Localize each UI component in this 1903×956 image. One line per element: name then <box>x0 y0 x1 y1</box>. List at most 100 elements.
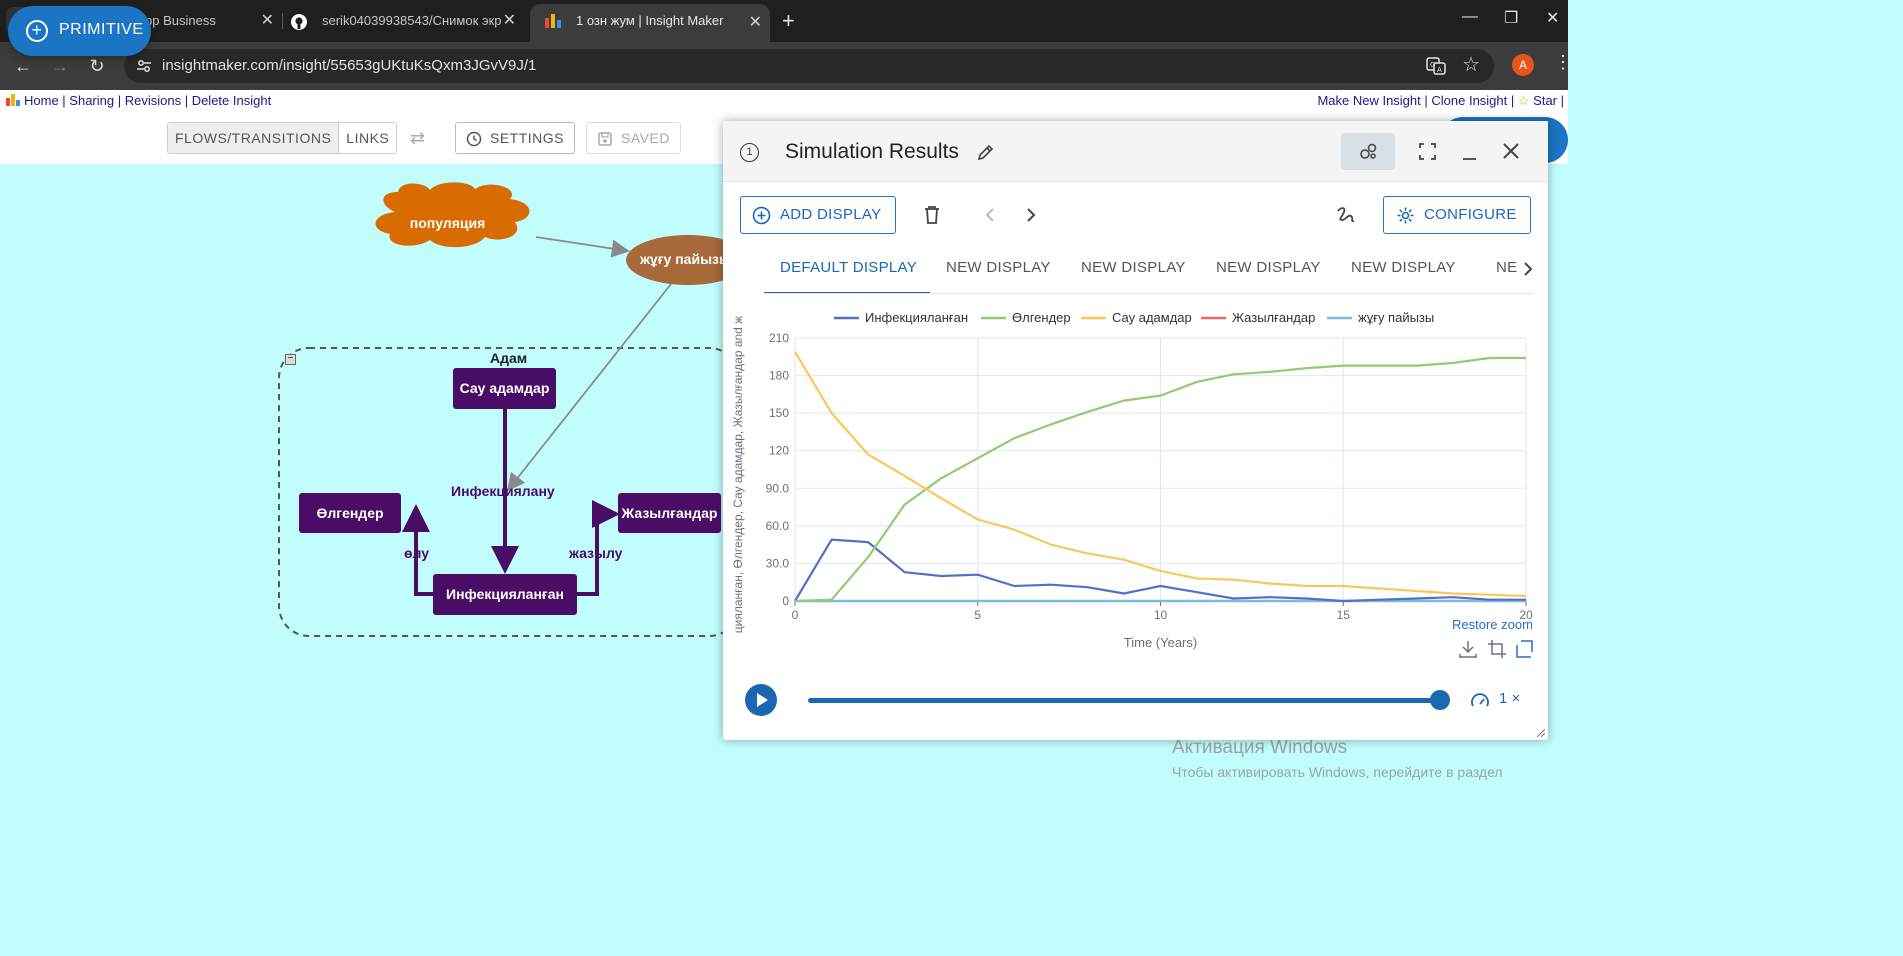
stock-healthy[interactable]: Сау адамдар <box>453 368 556 409</box>
flow-death-line[interactable] <box>402 504 434 596</box>
close-icon[interactable] <box>1502 142 1520 160</box>
x-tick-label: 10 <box>1154 608 1168 622</box>
flows-transitions-button[interactable]: FLOWS/TRANSITIONS <box>168 123 340 153</box>
swap-arrows-icon[interactable]: ⇄ <box>410 128 426 148</box>
profile-avatar[interactable]: A <box>1512 54 1534 76</box>
tab-default-display[interactable]: DEFAULT DISPLAY <box>764 252 930 294</box>
connection-type-toggle: FLOWS/TRANSITIONS LINKS <box>167 122 398 154</box>
tab-new-display[interactable]: NEW DISPLAY <box>1351 259 1456 276</box>
variable-shape[interactable] <box>626 235 750 285</box>
play-button[interactable] <box>745 684 777 716</box>
close-tab-icon[interactable]: ✕ <box>502 12 516 29</box>
x-axis-label: Time (Years) <box>1124 635 1197 650</box>
delete-insight-link[interactable]: Delete Insight <box>191 93 272 108</box>
add-circle-icon <box>752 206 771 225</box>
tab-new-display[interactable]: NEW DISPLAY <box>1081 259 1186 276</box>
stock-infected[interactable]: Инфекцияланған <box>433 574 577 615</box>
compare-icon <box>1360 143 1377 159</box>
close-tab-icon[interactable]: ✕ <box>748 14 762 31</box>
make-new-insight-link[interactable]: Make New Insight <box>1317 93 1421 108</box>
restore-window-icon[interactable]: ❐ <box>1504 10 1519 27</box>
series-line <box>794 356 1526 603</box>
resize-handle-icon[interactable] <box>1537 729 1545 737</box>
next-display-icon[interactable] <box>1019 203 1043 227</box>
links-button[interactable]: LINKS <box>346 130 390 146</box>
close-tab-icon[interactable]: ✕ <box>260 12 274 29</box>
folder-collapse-button[interactable]: − <box>285 354 296 365</box>
window-header[interactable]: 1 Simulation Results <box>723 121 1548 182</box>
close-window-icon[interactable]: ✕ <box>1546 10 1560 27</box>
tabs-divider <box>764 293 1534 294</box>
browser-tab-github[interactable]: serik04039938543/Снимок экр ✕ <box>276 5 524 37</box>
tab-new-display[interactable]: NEW DISPLAY <box>1216 259 1321 276</box>
model-canvas[interactable]: популяция жұғу пайызы − Адам Сау адамдар… <box>0 164 1568 788</box>
y-tick-label: 120 <box>769 444 789 458</box>
browser-menu-icon[interactable]: ⋮ <box>1554 52 1572 72</box>
browser-tab-bar: ⌄ (1) WhatsApp Business ✕ serik040399385… <box>0 0 1568 42</box>
home-link[interactable]: Home <box>24 93 59 108</box>
flow-recovery-label: жазылу <box>569 545 623 561</box>
display-tabs: DEFAULT DISPLAY NEW DISPLAY NEW DISPLAY … <box>764 252 1534 294</box>
tab-title: 1 озн жум | Insight Maker <box>576 13 724 28</box>
minimize-icon[interactable] <box>1461 145 1478 162</box>
back-icon[interactable]: ← <box>14 56 32 76</box>
add-primitive-button[interactable]: + PRIMITIVE <box>8 6 151 56</box>
flow-recovery-line[interactable] <box>576 500 620 596</box>
sharing-link[interactable]: Sharing <box>69 93 115 108</box>
translate-icon[interactable]: GA <box>1426 56 1446 76</box>
tab-new-display[interactable]: NE <box>1496 259 1518 276</box>
tab-title: serik04039938543/Снимок экр <box>322 13 502 28</box>
configure-label: CONFIGURE <box>1424 206 1517 223</box>
clone-insight-link[interactable]: Clone Insight <box>1431 93 1508 108</box>
trash-icon[interactable] <box>920 203 944 227</box>
svg-text:A: A <box>1437 66 1442 74</box>
pencil-icon[interactable] <box>976 142 996 162</box>
y-tick-label: 210 <box>769 331 789 345</box>
star-link[interactable]: Star <box>1533 93 1557 108</box>
revisions-link[interactable]: Revisions <box>124 93 182 108</box>
speed-label[interactable]: 1 × <box>1499 690 1521 707</box>
site-settings-icon[interactable] <box>136 58 152 74</box>
scroll-tabs-right-icon[interactable] <box>1516 257 1540 281</box>
speedometer-icon[interactable] <box>1470 691 1490 711</box>
cloud-shape[interactable] <box>375 182 530 248</box>
bookmark-star-icon[interactable]: ☆ <box>1462 54 1480 76</box>
y-tick-label: 180 <box>769 369 789 383</box>
add-display-button[interactable]: ADD DISPLAY <box>740 196 896 234</box>
settings-button[interactable]: SETTINGS <box>455 122 576 154</box>
reload-icon[interactable]: ↻ <box>89 56 105 76</box>
zoom-reset-icon[interactable] <box>1514 639 1534 659</box>
stock-deceased[interactable]: Өлгендер <box>299 493 401 533</box>
gear-icon <box>1397 207 1414 224</box>
browser-address-bar: ← → ↻ insightmaker.com/insight/55653gUKt… <box>0 42 1572 90</box>
forward-icon[interactable]: → <box>51 56 69 76</box>
compare-results-button[interactable] <box>1341 133 1395 170</box>
crop-zoom-icon[interactable] <box>1487 639 1507 659</box>
x-tick-label: 0 <box>792 608 799 622</box>
stock-recovered[interactable]: Жазылғандар <box>618 493 721 533</box>
add-display-label: ADD DISPLAY <box>780 206 882 223</box>
new-tab-icon[interactable]: + <box>782 8 795 33</box>
browser-tab-insightmaker[interactable]: 1 озн жум | Insight Maker ✕ <box>530 4 770 42</box>
minimize-window-icon[interactable]: — <box>1462 8 1478 25</box>
x-tick-label: 20 <box>1519 608 1533 622</box>
link-variable-to-flow[interactable] <box>506 283 672 492</box>
scribble-icon[interactable] <box>1334 203 1358 227</box>
link-cloud-to-variable[interactable] <box>535 236 630 258</box>
saved-button[interactable]: SAVED <box>586 122 681 154</box>
download-icon[interactable] <box>1458 639 1478 659</box>
time-slider-handle[interactable] <box>1430 690 1450 710</box>
previous-display-icon[interactable] <box>978 203 1002 227</box>
variable-label: жұғу пайызы <box>640 251 731 267</box>
series-line <box>794 538 1526 603</box>
legend-label: Өлгендер <box>1012 310 1071 325</box>
fullscreen-icon[interactable] <box>1419 143 1436 160</box>
url-field[interactable]: insightmaker.com/insight/55653gUKtuKsQxm… <box>124 49 1494 83</box>
time-slider-track[interactable] <box>808 698 1440 703</box>
tab-new-display[interactable]: NEW DISPLAY <box>946 259 1051 276</box>
restore-zoom-link[interactable]: Restore zoom <box>1452 617 1533 632</box>
site-links-bar: Home | Sharing | Revisions | Delete Insi… <box>0 90 1568 112</box>
settings-label: SETTINGS <box>490 130 565 146</box>
configure-button[interactable]: CONFIGURE <box>1383 196 1531 234</box>
